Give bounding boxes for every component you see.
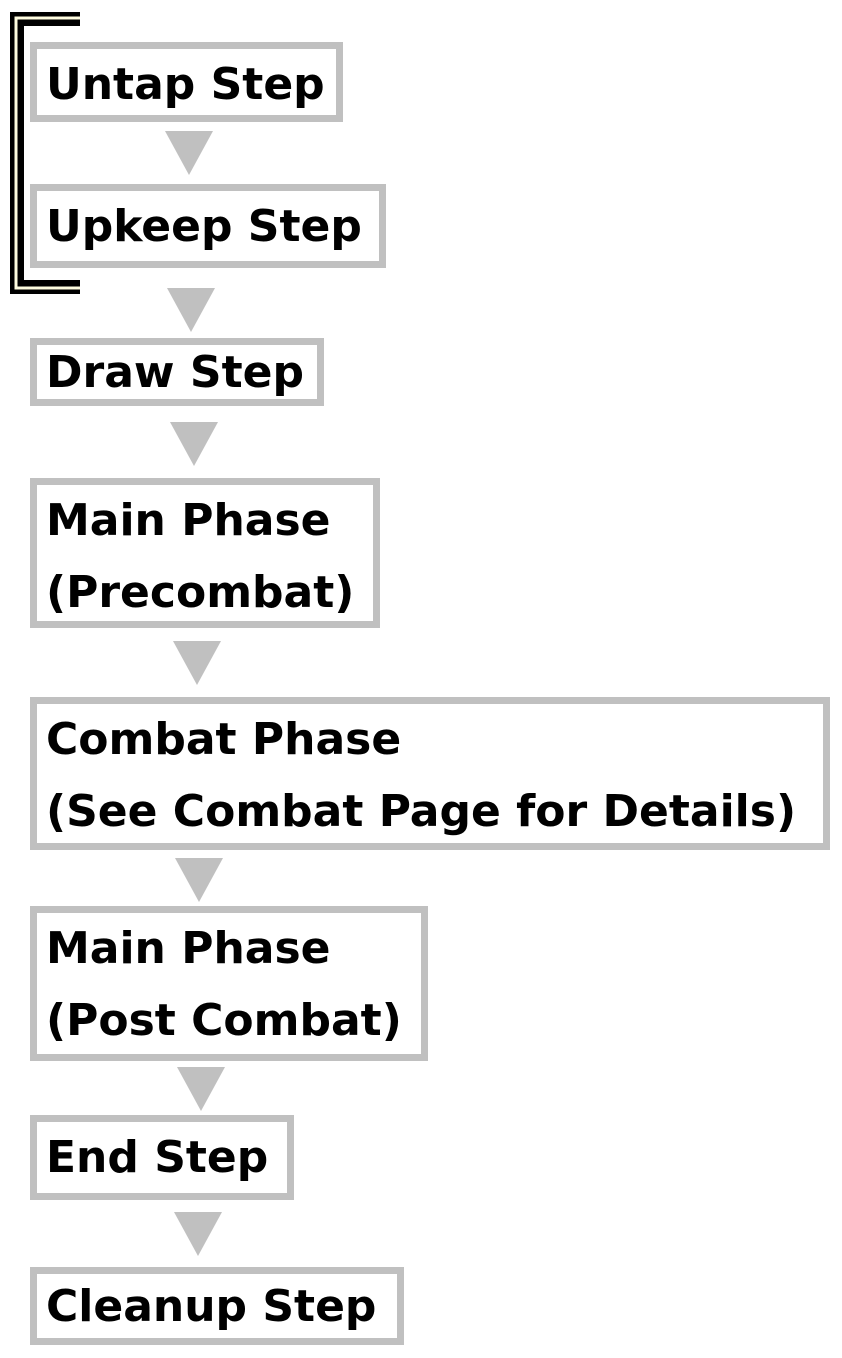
step-main-postcombat-line2: (Post Combat): [46, 995, 402, 1046]
step-main-postcombat-line1: Main Phase: [46, 923, 331, 974]
step-cleanup-label: Cleanup Step: [46, 1281, 377, 1332]
step-upkeep: Upkeep Step: [30, 184, 386, 268]
step-draw-label: Draw Step: [46, 347, 304, 398]
step-cleanup: Cleanup Step: [30, 1267, 404, 1345]
arrow-down-icon: [173, 641, 221, 685]
step-main-precombat-line2: (Precombat): [46, 567, 355, 618]
arrow-down-icon: [174, 1212, 222, 1256]
arrow-down-icon: [165, 131, 213, 175]
step-end: End Step: [30, 1115, 294, 1200]
step-draw: Draw Step: [30, 338, 324, 406]
step-untap-label: Untap Step: [46, 59, 325, 110]
step-combat: Combat Phase (See Combat Page for Detail…: [30, 697, 830, 850]
step-upkeep-label: Upkeep Step: [46, 201, 362, 252]
arrow-down-icon: [177, 1067, 225, 1111]
step-combat-line1: Combat Phase: [46, 714, 402, 765]
step-combat-line2: (See Combat Page for Details): [46, 786, 797, 837]
step-end-label: End Step: [46, 1132, 269, 1183]
arrow-down-icon: [175, 858, 223, 902]
step-main-postcombat: Main Phase (Post Combat): [30, 906, 428, 1061]
arrow-down-icon: [170, 422, 218, 466]
step-main-precombat: Main Phase (Precombat): [30, 478, 380, 628]
step-main-precombat-line1: Main Phase: [46, 495, 331, 546]
step-untap: Untap Step: [30, 42, 343, 122]
arrow-down-icon: [167, 288, 215, 332]
upkeep-group-bracket: [10, 12, 80, 294]
